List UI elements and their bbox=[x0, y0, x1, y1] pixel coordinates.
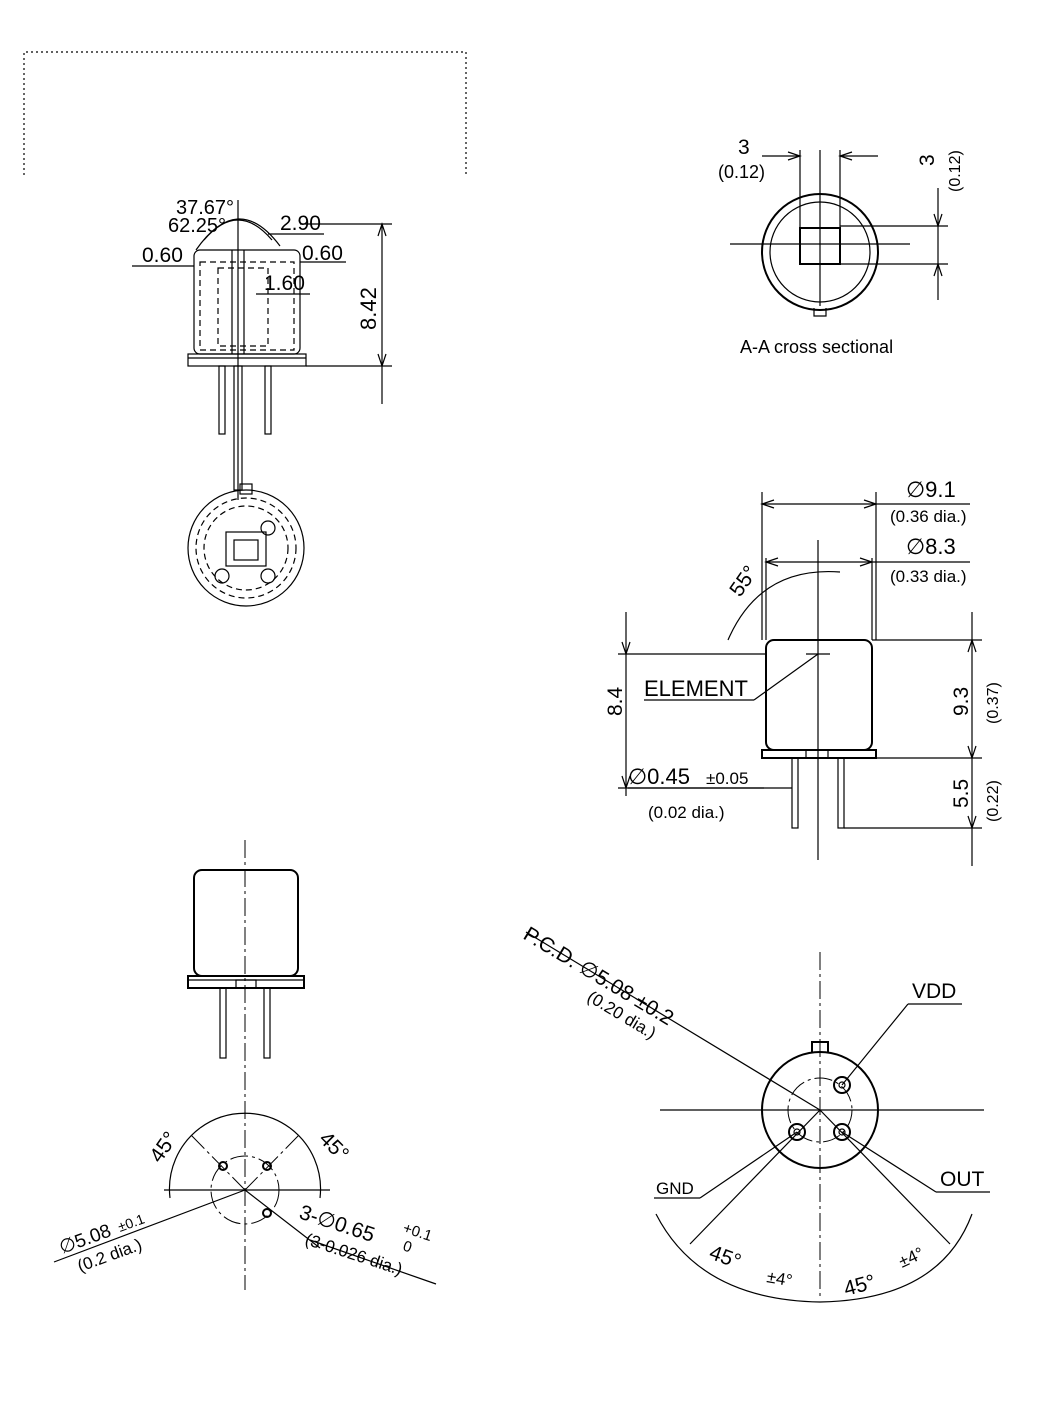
height-84-label: 8.4 bbox=[604, 686, 627, 716]
height-842-label: 8.42 bbox=[356, 287, 381, 330]
dim-060-left-label: 0.60 bbox=[142, 244, 183, 267]
aa-width-mm-label: 3 bbox=[738, 136, 750, 159]
dia-91-label: ∅9.1 bbox=[906, 477, 956, 502]
br-tol-right-label: ±4° bbox=[896, 1244, 927, 1272]
bottom-right-view: P.C.D. ∅5.08 ±0.2 (0.20 dia.) VDD GND OU… bbox=[519, 923, 990, 1303]
bl-angle-right-label: 45° bbox=[314, 1127, 353, 1166]
dia-91-in-label: (0.36 dia.) bbox=[890, 507, 967, 526]
pin-len-label: 5.5 bbox=[950, 779, 973, 808]
bottom-left-view: 45° 45° ∅5.08 ±0.1 (0.2 dia.) 3-∅0.65 +0… bbox=[53, 840, 437, 1290]
pin-dia-label: ∅0.45 bbox=[628, 764, 690, 789]
aa-height-mm-label: 3 bbox=[916, 154, 939, 166]
dim-160-label: 1.60 bbox=[264, 272, 305, 295]
br-angle-left-label: 45° bbox=[706, 1241, 744, 1273]
aa-height-in-label: (0.12) bbox=[947, 150, 964, 192]
element-label: ELEMENT bbox=[644, 676, 748, 701]
pin-len-in-label: (0.22) bbox=[985, 780, 1002, 822]
dim-060-right-label: 0.60 bbox=[302, 242, 343, 265]
angle-b-label: 62.25° bbox=[168, 215, 226, 237]
bl-angle-left-label: 45° bbox=[145, 1128, 182, 1167]
aa-width-in-label: (0.12) bbox=[718, 162, 765, 182]
bl-pcd-tol-label: ±0.1 bbox=[116, 1210, 147, 1234]
height-93-label: 9.3 bbox=[950, 687, 973, 716]
side-view: ∅9.1 (0.36 dia.) ∅8.3 (0.33 dia.) 55° EL… bbox=[604, 477, 1002, 866]
pin-tol-label: ±0.05 bbox=[706, 769, 748, 788]
bl-holes-tol-zero-label: 0 bbox=[401, 1238, 414, 1257]
dia-83-in-label: (0.33 dia.) bbox=[890, 567, 967, 586]
height-93-in-label: (0.37) bbox=[985, 682, 1002, 724]
dim-290-label: 2.90 bbox=[280, 212, 321, 235]
angle-a-label: 37.67° bbox=[176, 197, 234, 219]
br-pcd-label: P.C.D. ∅5.08 ±0.2 bbox=[519, 923, 677, 1031]
br-tol-left-label: ±4° bbox=[765, 1267, 794, 1290]
pin-dia-in-label: (0.02 dia.) bbox=[648, 803, 725, 822]
dia-83-label: ∅8.3 bbox=[906, 534, 956, 559]
out-label: OUT bbox=[940, 1168, 985, 1191]
cross-section-view: 3 (0.12) 3 (0.12) A-A cross sectional bbox=[718, 136, 964, 357]
top-left-view: 37.67° 62.25° 2.90 0.60 0.60 1.60 8.42 bbox=[23, 51, 467, 607]
gnd-label: GND bbox=[656, 1179, 694, 1198]
aa-caption: A-A cross sectional bbox=[740, 337, 893, 357]
vdd-label: VDD bbox=[912, 980, 956, 1003]
angle-55-label: 55° bbox=[725, 562, 762, 601]
